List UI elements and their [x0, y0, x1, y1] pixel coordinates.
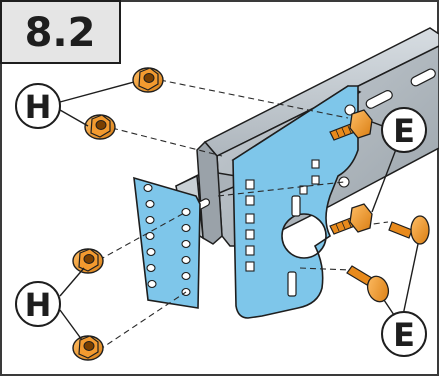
hex-bolt [329, 109, 373, 141]
carriage-bolt [388, 215, 430, 245]
hex-bolt [329, 203, 373, 235]
callout-letter: E [393, 316, 415, 354]
flange-nut [72, 335, 104, 361]
callout-e-lower: E [381, 311, 427, 357]
callout-leaders [59, 81, 419, 341]
callout-letter: H [25, 286, 52, 324]
mounting-bracket-large [231, 85, 362, 319]
callout-letter: E [393, 112, 415, 150]
step-number-box: 8.2 [0, 0, 121, 64]
flange-nut [132, 67, 164, 93]
callout-h-upper: H [15, 83, 61, 129]
step-number: 8.2 [25, 10, 96, 56]
carriage-bolt [346, 265, 390, 303]
flange-nut [84, 114, 116, 140]
callout-h-lower: H [15, 281, 61, 327]
callout-letter: H [25, 88, 52, 126]
callout-e-upper: E [381, 107, 427, 153]
perforated-plate-small [133, 176, 201, 309]
flange-nut [72, 248, 104, 274]
